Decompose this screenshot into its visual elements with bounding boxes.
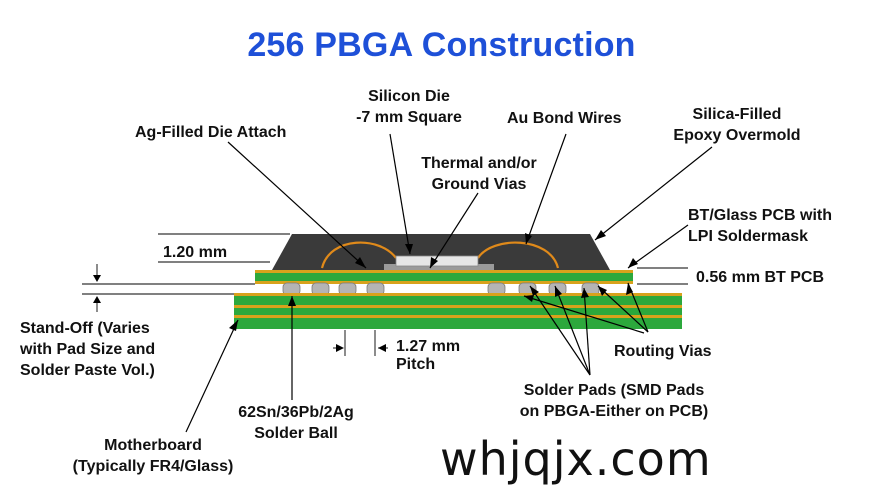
- bt-bottom-copper: [255, 281, 633, 284]
- label-overmold: Silica-Filled Epoxy Overmold: [652, 104, 822, 146]
- label-line: 62Sn/36Pb/2Ag: [238, 404, 354, 421]
- label-bond-wires: Au Bond Wires: [507, 110, 622, 127]
- motherboard-inner-layer: [234, 305, 682, 308]
- label-die-attach: Ag-Filled Die Attach: [135, 124, 287, 141]
- label-solder-ball: 62Sn/36Pb/2Ag Solder Ball: [226, 402, 366, 444]
- label-line: Epoxy Overmold: [673, 127, 801, 144]
- leader-arrowheads: [229, 230, 638, 331]
- arrowhead: [336, 344, 344, 352]
- label-line: Thermal and/or: [421, 155, 537, 172]
- leader-lines: [185, 133, 713, 433]
- label-line: Solder Paste Vol.): [20, 362, 155, 379]
- label-line: Pitch: [396, 356, 436, 373]
- label-bt-thickness: 0.56 mm BT PCB: [696, 269, 825, 286]
- label-silicon-die: Silicon Die -7 mm Square: [344, 86, 474, 128]
- label-line: Solder Pads (SMD Pads: [523, 382, 705, 399]
- label-line: -7 mm Square: [356, 109, 462, 126]
- label-line: Solder Ball: [254, 425, 338, 442]
- label-line: Silica-Filled: [692, 106, 782, 123]
- label-standoff: Stand-Off (Varies with Pad Size and Sold…: [20, 318, 155, 381]
- die-attach: [384, 264, 494, 270]
- label-line: LPI Soldermask: [688, 228, 809, 245]
- label-line: Ground Vias: [431, 176, 527, 193]
- solder-balls: [282, 282, 600, 296]
- page-title: 256 PBGA Construction: [247, 26, 636, 64]
- bond-wire-left: [320, 241, 397, 269]
- label-pitch: 1.27 mm Pitch: [396, 338, 460, 374]
- label-mold-height: 1.20 mm: [163, 244, 228, 261]
- label-line: Stand-Off (Varies: [20, 320, 150, 337]
- arrowhead: [93, 296, 101, 303]
- motherboard-inner-layer: [234, 315, 682, 318]
- watermark: whjqjx.com: [440, 432, 712, 486]
- bt-top-copper: [255, 270, 633, 273]
- bond-wire-right: [477, 241, 560, 269]
- motherboard: [234, 293, 682, 329]
- label-line: with Pad Size and: [20, 341, 156, 358]
- label-motherboard: Motherboard (Typically FR4/Glass): [48, 435, 258, 477]
- label-line: 1.27 mm: [396, 338, 461, 355]
- arrowhead: [93, 275, 101, 282]
- bt-pcb-substrate: [255, 270, 633, 284]
- label-line: BT/Glass PCB with: [688, 207, 833, 224]
- label-line: Motherboard: [104, 437, 202, 454]
- label-bt-pcb: BT/Glass PCB with LPI Soldermask: [688, 205, 832, 247]
- label-solder-pads: Solder Pads (SMD Pads on PBGA-Either on …: [494, 380, 734, 422]
- label-line: on PBGA-Either on PCB): [519, 403, 709, 420]
- label-routing-vias: Routing Vias: [614, 343, 712, 360]
- motherboard-top-pads: [234, 293, 682, 296]
- label-line: Silicon Die: [368, 88, 450, 105]
- label-thermal-vias: Thermal and/or Ground Vias: [404, 153, 554, 195]
- arrowhead: [378, 344, 386, 352]
- label-line: (Typically FR4/Glass): [72, 458, 234, 475]
